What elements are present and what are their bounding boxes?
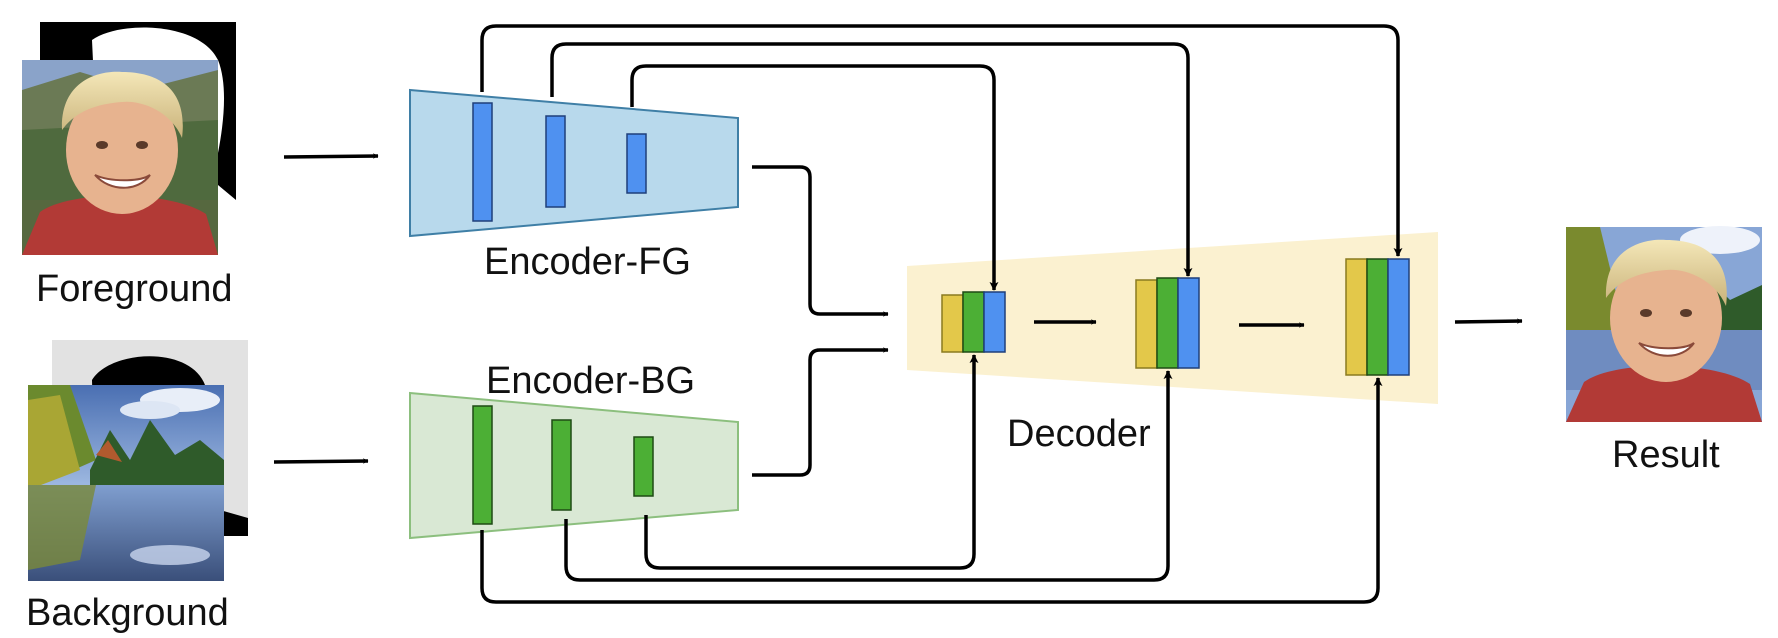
encoder-bg-feature-2 xyxy=(551,419,572,511)
skip-bg-2 xyxy=(564,370,1173,582)
skip-bg-3 xyxy=(644,354,979,570)
arrow-decoder-to-result xyxy=(1454,318,1523,324)
result-label: Result xyxy=(1612,434,1720,476)
decoder-block-1 xyxy=(941,291,1006,353)
encoder-fg: Encoder-FG xyxy=(409,88,739,283)
foreground-label: Foreground xyxy=(36,268,232,310)
encoder-bg-feature-3 xyxy=(633,436,654,497)
decoder-block-3 xyxy=(1345,258,1410,376)
foreground-input: Foreground xyxy=(22,22,236,310)
encoder-fg-feature-2 xyxy=(545,115,566,208)
encoder-fg-feature-1 xyxy=(472,102,493,222)
arrow-encoder-bg-to-decoder xyxy=(752,347,889,477)
arrow-bg-to-encoder xyxy=(273,458,369,464)
foreground-photo xyxy=(22,60,218,255)
result-output: Result xyxy=(1566,226,1762,476)
encoder-fg-label: Encoder-FG xyxy=(484,241,691,283)
decoder: Decoder xyxy=(907,232,1438,455)
skip-fg-3 xyxy=(630,64,999,291)
arrow-encoder-fg-to-decoder xyxy=(752,165,889,317)
decoder-block-2 xyxy=(1135,277,1200,369)
encoder-bg-feature-1 xyxy=(472,405,493,525)
background-input: Background xyxy=(26,340,248,634)
skip-fg-2 xyxy=(550,42,1193,277)
arrow-fg-to-encoder xyxy=(283,153,379,159)
encoder-fg-feature-3 xyxy=(626,133,647,194)
encoder-bg: Encoder-BG xyxy=(409,360,739,540)
encoder-fg-body xyxy=(409,88,739,238)
decoder-label: Decoder xyxy=(1007,413,1151,455)
skip-fg-1 xyxy=(480,24,1403,257)
result-photo xyxy=(1566,226,1762,422)
encoder-bg-body xyxy=(409,391,739,540)
background-label: Background xyxy=(26,592,229,634)
encoder-bg-label: Encoder-BG xyxy=(486,360,695,402)
background-photo xyxy=(28,385,224,581)
skip-bg-1 xyxy=(480,377,1383,604)
